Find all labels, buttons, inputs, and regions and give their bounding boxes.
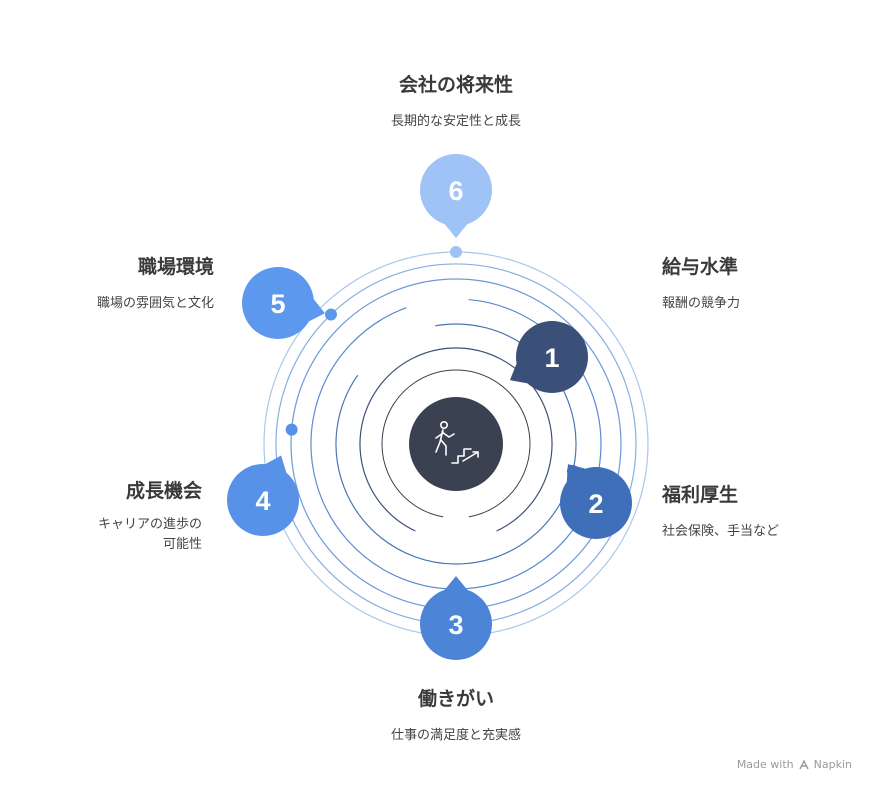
bubble-4: 4 xyxy=(227,455,299,536)
center-circle xyxy=(409,397,503,491)
person-climbing-stairs-icon xyxy=(435,420,479,464)
bubble-tail-4 xyxy=(265,455,287,473)
node-5-title: 職場環境 xyxy=(137,256,214,278)
made-with-napkin-footer[interactable]: Made with Napkin xyxy=(737,758,852,771)
napkin-logo-icon xyxy=(799,758,809,769)
node-4-title: 成長機会 xyxy=(125,480,202,502)
label-group-5: 職場環境 職場の雰囲気と文化 xyxy=(30,252,214,314)
ring-dot-4 xyxy=(285,423,298,436)
bubble-number-2: 2 xyxy=(588,489,603,519)
ring-4 xyxy=(290,278,622,610)
bubble-circle-6 xyxy=(420,154,492,226)
label-group-3: 働きがい 仕事の満足度と充実感 xyxy=(316,684,596,746)
bubble-number-5: 5 xyxy=(270,289,285,319)
node-5-desc: 職場の雰囲気と文化 xyxy=(96,296,214,311)
bubble-number-4: 4 xyxy=(255,486,270,516)
inner-ring xyxy=(381,369,531,518)
bubble-number-3: 3 xyxy=(448,610,463,640)
node-4-desc-line-2: 可能性 xyxy=(162,537,202,552)
bubble-3: 3 xyxy=(420,576,492,660)
center-hub xyxy=(409,397,503,491)
ring-5 xyxy=(275,263,637,625)
bubble-6: 6 xyxy=(420,154,492,238)
bubble-2: 2 xyxy=(560,464,632,539)
bubble-number-1: 1 xyxy=(544,343,559,373)
label-group-4: 成長機会 キャリアの進歩の 可能性 xyxy=(30,476,202,555)
ring-dot-5 xyxy=(324,308,337,321)
node-1-desc: 報酬の競争力 xyxy=(662,296,741,311)
napkin-brand-text: Napkin xyxy=(813,758,852,771)
made-with-text: Made with xyxy=(736,758,794,771)
ring-dot-6 xyxy=(450,246,462,258)
node-6-title: 会社の将来性 xyxy=(398,74,513,96)
bubble-circle-3 xyxy=(420,588,492,660)
bubble-1: 1 xyxy=(509,321,588,393)
ring-6 xyxy=(263,251,649,637)
node-3-desc: 仕事の満足度と充実感 xyxy=(390,728,521,743)
label-group-2: 福利厚生 社会保険、手当など xyxy=(662,480,862,542)
node-4-desc-line-1: キャリアの進歩の xyxy=(97,517,202,532)
bubble-circle-4 xyxy=(227,464,299,536)
node-2-title: 福利厚生 xyxy=(662,484,739,506)
bubble-number-6: 6 xyxy=(448,176,463,206)
node-2-desc: 社会保険、手当など xyxy=(662,524,780,539)
label-group-1: 給与水準 報酬の競争力 xyxy=(662,252,862,314)
ring-1 xyxy=(359,347,553,532)
bubble-tail-6 xyxy=(444,224,468,238)
node-6-desc: 長期的な安定性と成長 xyxy=(390,114,521,129)
node-1-title: 給与水準 xyxy=(662,256,739,278)
label-group-6: 会社の将来性 長期的な安定性と成長 xyxy=(316,70,596,132)
node-3-title: 働きがい xyxy=(417,688,494,710)
bubble-circle-1 xyxy=(516,321,588,393)
bubble-tail-3 xyxy=(444,576,468,590)
bubble-5: 5 xyxy=(242,267,325,339)
bubble-circle-5 xyxy=(242,267,314,339)
bubble-circle-2 xyxy=(560,467,632,539)
bubbles-group: 1 2 3 4 5 6 xyxy=(227,154,632,660)
